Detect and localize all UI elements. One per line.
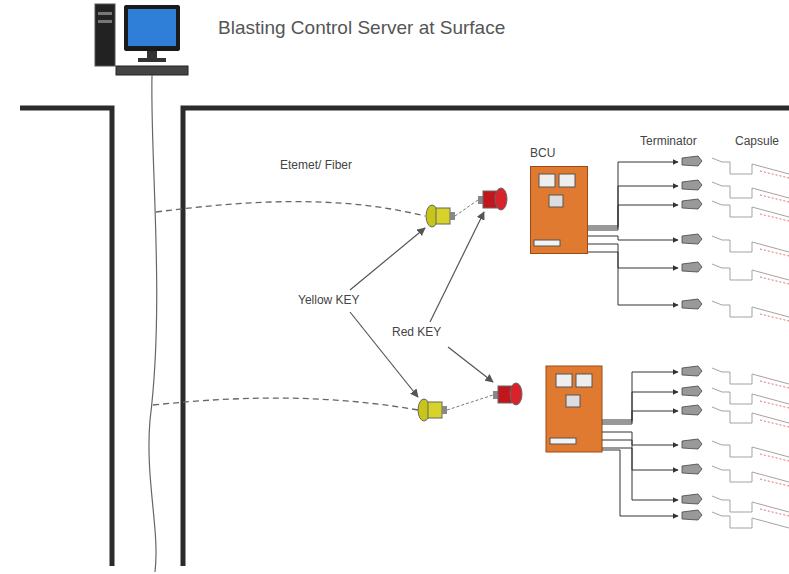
wire bbox=[588, 186, 678, 228]
capsule-symbol bbox=[712, 496, 789, 512]
wire bbox=[602, 440, 678, 470]
wire bbox=[588, 244, 678, 268]
terminator-symbol bbox=[682, 405, 702, 415]
shaft-cable bbox=[149, 75, 157, 572]
bcu-label: BCU bbox=[530, 146, 555, 160]
capsule-symbol bbox=[712, 201, 789, 217]
title-text: Blasting Control Server at Surface bbox=[218, 17, 505, 39]
capsule-fuse bbox=[760, 249, 789, 256]
terminator-symbol bbox=[682, 464, 702, 474]
capsule-symbol bbox=[712, 158, 789, 174]
terminator-symbol bbox=[682, 439, 702, 449]
wire bbox=[588, 162, 678, 226]
diagram-label: Yellow KEY bbox=[298, 293, 360, 307]
wire bbox=[588, 252, 678, 305]
terminator-symbol bbox=[682, 234, 702, 244]
capsule-symbol bbox=[712, 264, 789, 280]
bcu-box bbox=[546, 366, 602, 452]
red-key bbox=[478, 188, 507, 210]
capsule-symbol bbox=[712, 512, 789, 528]
bcu-housing bbox=[530, 166, 588, 254]
capsule-symbol bbox=[712, 236, 789, 252]
capsule-fuse bbox=[760, 401, 789, 408]
yellow-key bbox=[418, 399, 447, 421]
capsule-fuse bbox=[760, 479, 789, 486]
capsule-symbol bbox=[712, 407, 789, 423]
capsule-symbol bbox=[712, 441, 789, 457]
terminator-symbol bbox=[682, 262, 702, 272]
terminator-symbol bbox=[682, 180, 702, 190]
capsule-symbol bbox=[712, 368, 789, 384]
bcu-box: BCU bbox=[530, 166, 588, 254]
capsule-fuse bbox=[760, 314, 789, 321]
capsule-fuse bbox=[760, 171, 789, 178]
capsule-symbol bbox=[712, 182, 789, 198]
diagram-label: Terminator bbox=[640, 134, 697, 148]
capsule-fuse bbox=[760, 214, 789, 221]
wire bbox=[602, 450, 678, 516]
terminator-symbol bbox=[682, 199, 702, 209]
wire bbox=[588, 236, 678, 240]
diagram-label: Etemet/ Fiber bbox=[280, 158, 352, 172]
capsule-symbol bbox=[712, 466, 789, 482]
terminator-symbol bbox=[682, 494, 702, 504]
fiber-link bbox=[156, 202, 425, 216]
capsule-fuse bbox=[760, 509, 789, 516]
diagram-label: Capsule bbox=[735, 134, 779, 148]
wire bbox=[602, 392, 678, 422]
terminator-symbol bbox=[682, 156, 702, 166]
capsule-fuse bbox=[760, 420, 789, 427]
wire bbox=[602, 432, 678, 445]
capsule-fuse bbox=[760, 381, 789, 388]
diagram-label: Red KEY bbox=[392, 325, 441, 339]
capsule-fuse bbox=[760, 277, 789, 284]
wire bbox=[602, 448, 678, 500]
capsule-symbol bbox=[712, 301, 789, 317]
wire bbox=[588, 205, 678, 230]
wire bbox=[602, 372, 678, 420]
capsule-fuse bbox=[760, 454, 789, 461]
wire bbox=[602, 411, 678, 424]
mine-shaft bbox=[20, 108, 789, 566]
terminator-symbol bbox=[682, 510, 702, 520]
computer-icon bbox=[95, 4, 188, 75]
terminator-symbol bbox=[682, 299, 702, 309]
red-key bbox=[493, 383, 522, 405]
fiber-link bbox=[153, 398, 418, 410]
yellow-key bbox=[426, 205, 455, 227]
terminator-symbol bbox=[682, 386, 702, 396]
capsule-symbol bbox=[712, 388, 789, 404]
capsule-fuse bbox=[760, 195, 789, 202]
leader-arrow bbox=[350, 212, 493, 397]
terminator-symbol bbox=[682, 366, 702, 376]
